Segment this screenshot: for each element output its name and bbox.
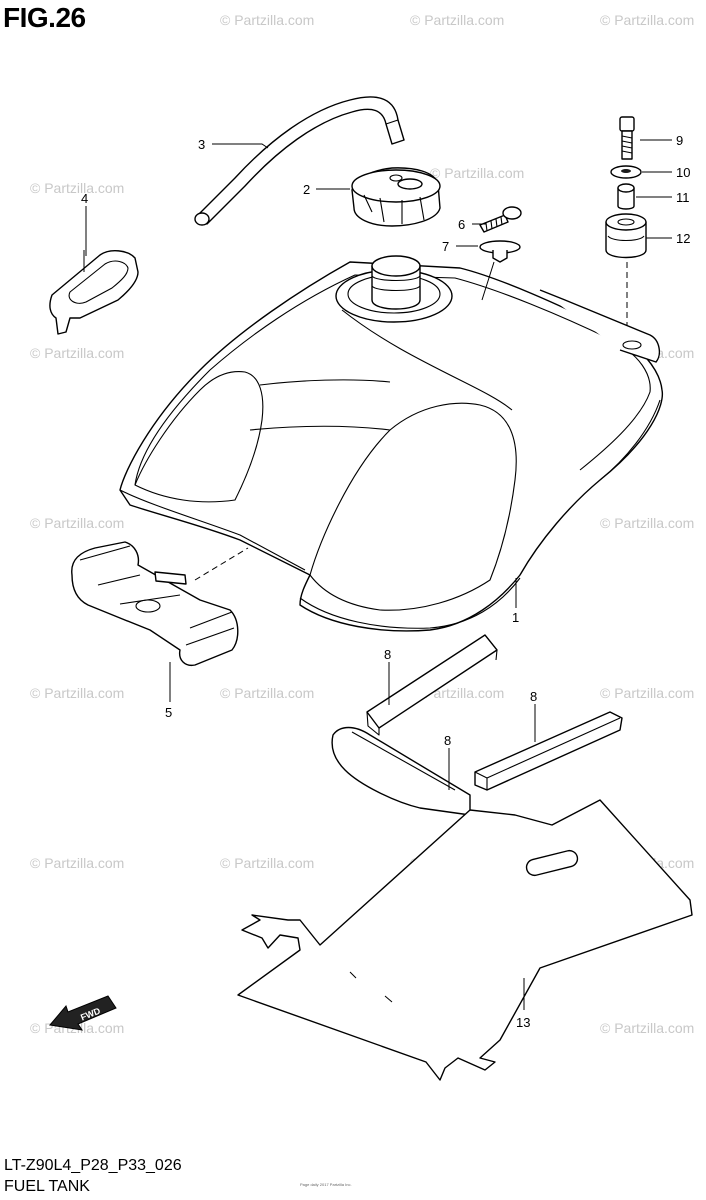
callout-6: 6 [458, 217, 465, 232]
pad-part-8-right[interactable] [474, 711, 623, 791]
watermark: © Partzilla.com [220, 685, 315, 701]
footer-small-print: Page daily 2017 Partzilla Inc. [300, 1182, 352, 1187]
callout-10: 10 [676, 165, 690, 180]
callout-7: 7 [442, 239, 449, 254]
callout-3: 3 [198, 137, 205, 152]
watermark: © Partzilla.com [220, 12, 315, 28]
breather-hose-part-3[interactable] [194, 96, 405, 226]
forward-arrow-icon: FWD [49, 995, 117, 1031]
pad-part-8-curved[interactable] [331, 726, 471, 816]
callout-13: 13 [516, 1015, 530, 1030]
watermark: © Partzilla.com [410, 12, 505, 28]
grommet-part-12[interactable] [605, 213, 647, 259]
callout-9: 9 [676, 133, 683, 148]
leader-line [212, 143, 269, 149]
callout-11: 11 [676, 190, 690, 205]
washer-part-10[interactable] [610, 165, 642, 179]
mounting-bracket-part-5[interactable] [71, 541, 239, 667]
figure-number: FIG.26 [3, 2, 86, 33]
callout-1: 1 [512, 610, 519, 625]
callout-8b: 8 [444, 733, 451, 748]
fuel-tank-part-1[interactable] [119, 255, 664, 632]
watermark: © Partzilla.com [30, 515, 125, 531]
watermark: © Partzilla.com [30, 855, 125, 871]
bracket-part-4[interactable] [49, 250, 139, 335]
bolt-part-9[interactable] [619, 116, 635, 160]
figure-name: FUEL TANK [4, 1178, 90, 1195]
watermark: © Partzilla.com [30, 345, 125, 361]
watermark: © Partzilla.com [600, 1020, 695, 1036]
callout-8a: 8 [384, 647, 391, 662]
leader-line [456, 245, 495, 301]
fuel-cap-part-2[interactable] [351, 167, 441, 227]
figure-code: LT-Z90L4_P28_P33_026 [4, 1157, 182, 1174]
heat-shield-part-13[interactable] [237, 799, 693, 1081]
watermark: © Partzilla.com [600, 12, 695, 28]
watermark: © Partzilla.com [30, 180, 125, 196]
callout-8c: 8 [530, 689, 537, 704]
collar-part-11[interactable] [617, 183, 635, 210]
watermark: © Partzilla.com [430, 165, 525, 181]
callout-5: 5 [165, 705, 172, 720]
watermark: © Partzilla.com [30, 685, 125, 701]
callout-2: 2 [303, 182, 310, 197]
callout-12: 12 [676, 231, 690, 246]
watermark: © Partzilla.com [600, 685, 695, 701]
watermark: © Partzilla.com [600, 515, 695, 531]
alignment-line [194, 547, 249, 581]
watermark: © Partzilla.com [220, 855, 315, 871]
pad-part-8-upper[interactable] [366, 634, 498, 736]
vent-fitting-part-7[interactable] [479, 240, 521, 263]
callout-4: 4 [81, 191, 88, 206]
screw-part-6[interactable] [479, 206, 522, 233]
